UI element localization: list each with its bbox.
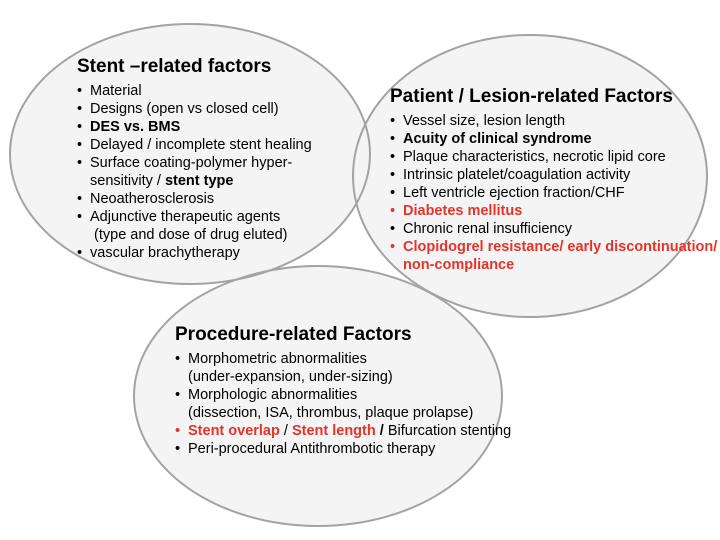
text-segment: Left ventricle ejection fraction/CHF <box>403 185 625 201</box>
text-segment: Bifurcation stenting <box>387 423 512 439</box>
list-item: • Material <box>77 82 312 100</box>
list-item: • Morphologic abnormalities <box>175 386 511 404</box>
list-item: sensitivity / stent type <box>77 172 312 190</box>
list-item: (type and dose of drug eluted) <box>77 226 312 244</box>
bullet-marker: • <box>77 101 83 117</box>
bullet-marker: • <box>77 245 83 261</box>
text-segment: Diabetes mellitus <box>403 203 523 219</box>
bullet-marker: • <box>390 149 396 165</box>
bullet-marker: • <box>77 137 83 153</box>
bullet-marker: • <box>77 191 83 207</box>
text-segment: Delayed / incomplete stent healing <box>90 137 312 153</box>
group-title: Patient / Lesion-related Factors <box>390 86 673 107</box>
bullet-marker: • <box>77 83 83 99</box>
procedure-ellipse-outline <box>133 265 503 527</box>
procedure-related-factors-group: Procedure-related Factors • Morphometric … <box>175 324 511 458</box>
list-item: • Clopidogrel resistance/ early discontin… <box>390 238 717 256</box>
bullet-marker: • <box>390 167 396 183</box>
text-segment: Acuity of clinical syndrome <box>403 131 592 147</box>
list-item: • Chronic renal insufficiency <box>390 220 717 238</box>
text-segment: Stent overlap <box>188 423 280 439</box>
list-item: • Morphometric abnormalities <box>175 350 511 368</box>
text-segment: Surface coating-polymer hyper- <box>90 155 293 171</box>
text-segment: / <box>375 423 388 439</box>
text-segment: DES vs. BMS <box>90 119 181 135</box>
stent-related-factors-group: Stent –related factors • Material • Designs… <box>77 56 312 262</box>
text-segment: Adjunctive therapeutic agents <box>90 209 281 225</box>
text-segment: Neoatherosclerosis <box>90 191 215 207</box>
bullet-marker: • <box>390 185 396 201</box>
text-segment: Peri-procedural Antithrombotic therapy <box>188 441 436 457</box>
text-segment: Plaque characteristics, necrotic lipid c… <box>403 149 666 165</box>
list-item: • Peri-procedural Antithrombotic therapy <box>175 440 511 458</box>
text-segment: Chronic renal insufficiency <box>403 221 572 237</box>
list-item: • Left ventricle ejection fraction/CHF <box>390 184 717 202</box>
group-list: •Material•Designs (open vs closed cell)•… <box>77 82 312 262</box>
bullet-marker: • <box>390 221 396 237</box>
bullet-marker: • <box>77 119 83 135</box>
text-segment: Stent length <box>291 423 376 439</box>
list-item: • Vessel size, lesion length <box>390 112 717 130</box>
group-title: Stent –related factors <box>77 56 272 77</box>
patient-lesion-related-factors-group: Patient / Lesion-related Factors • Vessel… <box>390 86 717 274</box>
text-segment: (under-expansion, under-sizing) <box>188 369 393 385</box>
group-title: Procedure-related Factors <box>175 324 412 345</box>
text-segment: stent type <box>164 173 234 189</box>
text-segment: Clopidogrel resistance/ early discontinu… <box>403 239 718 255</box>
list-item: • Diabetes mellitus <box>390 202 717 220</box>
list-item: • Adjunctive therapeutic agents <box>77 208 312 226</box>
list-item: • Stent overlap / Stent length / Bifurcat… <box>175 422 511 440</box>
bullet-marker: • <box>175 423 181 439</box>
list-item: • Delayed / incomplete stent healing <box>77 136 312 154</box>
list-item: • Plaque characteristics, necrotic lipid … <box>390 148 717 166</box>
text-segment: Intrinsic platelet/coagulation activity <box>403 167 631 183</box>
text-segment: non-compliance <box>403 257 515 273</box>
bullet-marker: • <box>77 209 83 225</box>
bullet-marker: • <box>390 239 396 255</box>
bullet-marker: • <box>175 351 181 367</box>
list-item: • Acuity of clinical syndrome <box>390 130 717 148</box>
group-list: • Morphometric abnormalities (under-expans… <box>175 350 511 458</box>
list-item: • Intrinsic platelet/coagulation activity <box>390 166 717 184</box>
text-segment: Morphometric abnormalities <box>188 351 367 367</box>
bullet-marker: • <box>77 155 83 171</box>
text-segment: Vessel size, lesion length <box>403 113 566 129</box>
list-item: • Surface coating-polymer hyper- <box>77 154 312 172</box>
text-segment: sensitivity / <box>90 173 165 189</box>
list-item: (dissection, ISA, thrombus, plaque prola… <box>175 404 511 422</box>
bullet-marker: • <box>175 387 181 403</box>
text-segment: (dissection, ISA, thrombus, plaque prola… <box>188 405 474 421</box>
group-list: • Vessel size, lesion length • Acuity of cl… <box>390 112 717 274</box>
text-segment: Material <box>90 83 142 99</box>
text-segment: Designs (open vs closed cell) <box>90 101 279 117</box>
text-segment: Morphologic abnormalities <box>188 387 358 403</box>
bullet-marker: • <box>390 203 396 219</box>
patient-ellipse-outline <box>352 34 708 318</box>
list-item: • vascular brachytherapy <box>77 244 312 262</box>
list-item: • Designs (open vs closed cell) <box>77 100 312 118</box>
text-segment: (type and dose of drug eluted) <box>90 227 288 243</box>
list-item: • DES vs. BMS <box>77 118 312 136</box>
list-item: • Neoatherosclerosis <box>77 190 312 208</box>
text-segment: / <box>279 423 292 439</box>
bullet-marker: • <box>175 441 181 457</box>
list-item: non-compliance <box>390 256 717 274</box>
text-segment: vascular brachytherapy <box>90 245 240 261</box>
bullet-marker: • <box>390 131 396 147</box>
list-item: (under-expansion, under-sizing) <box>175 368 511 386</box>
bullet-marker: • <box>390 113 396 129</box>
